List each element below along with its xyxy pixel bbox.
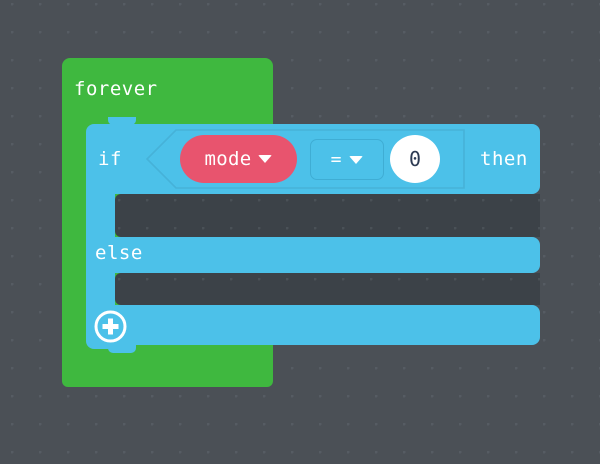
if-block-bottom-nub [108,345,136,353]
if-keyword-label: if [98,148,122,170]
then-keyword-label: then [480,148,528,170]
else-keyword-label: else [95,242,143,264]
caret-down-icon[interactable] [258,155,273,163]
if-block-foot[interactable] [86,305,540,345]
else-branch-slot[interactable] [115,273,540,305]
then-branch-slot[interactable] [115,194,540,237]
boolean-condition-slot[interactable] [146,129,466,189]
plus-circle-icon [94,310,127,343]
number-input-field[interactable]: 0 [390,135,440,183]
mode-variable-reporter[interactable]: mode [180,135,297,183]
caret-down-icon[interactable] [349,155,364,164]
then-branch-slot-notch [130,230,160,241]
comparison-operator-label: = [330,148,342,170]
add-branch-button[interactable] [94,310,127,343]
forever-block-label: forever [74,78,158,100]
number-input-value: 0 [408,147,422,171]
else-bar[interactable] [86,237,540,273]
if-block-top-nub [108,117,136,125]
mode-variable-label: mode [204,148,252,170]
comparison-operator-dropdown[interactable]: = [310,139,384,180]
